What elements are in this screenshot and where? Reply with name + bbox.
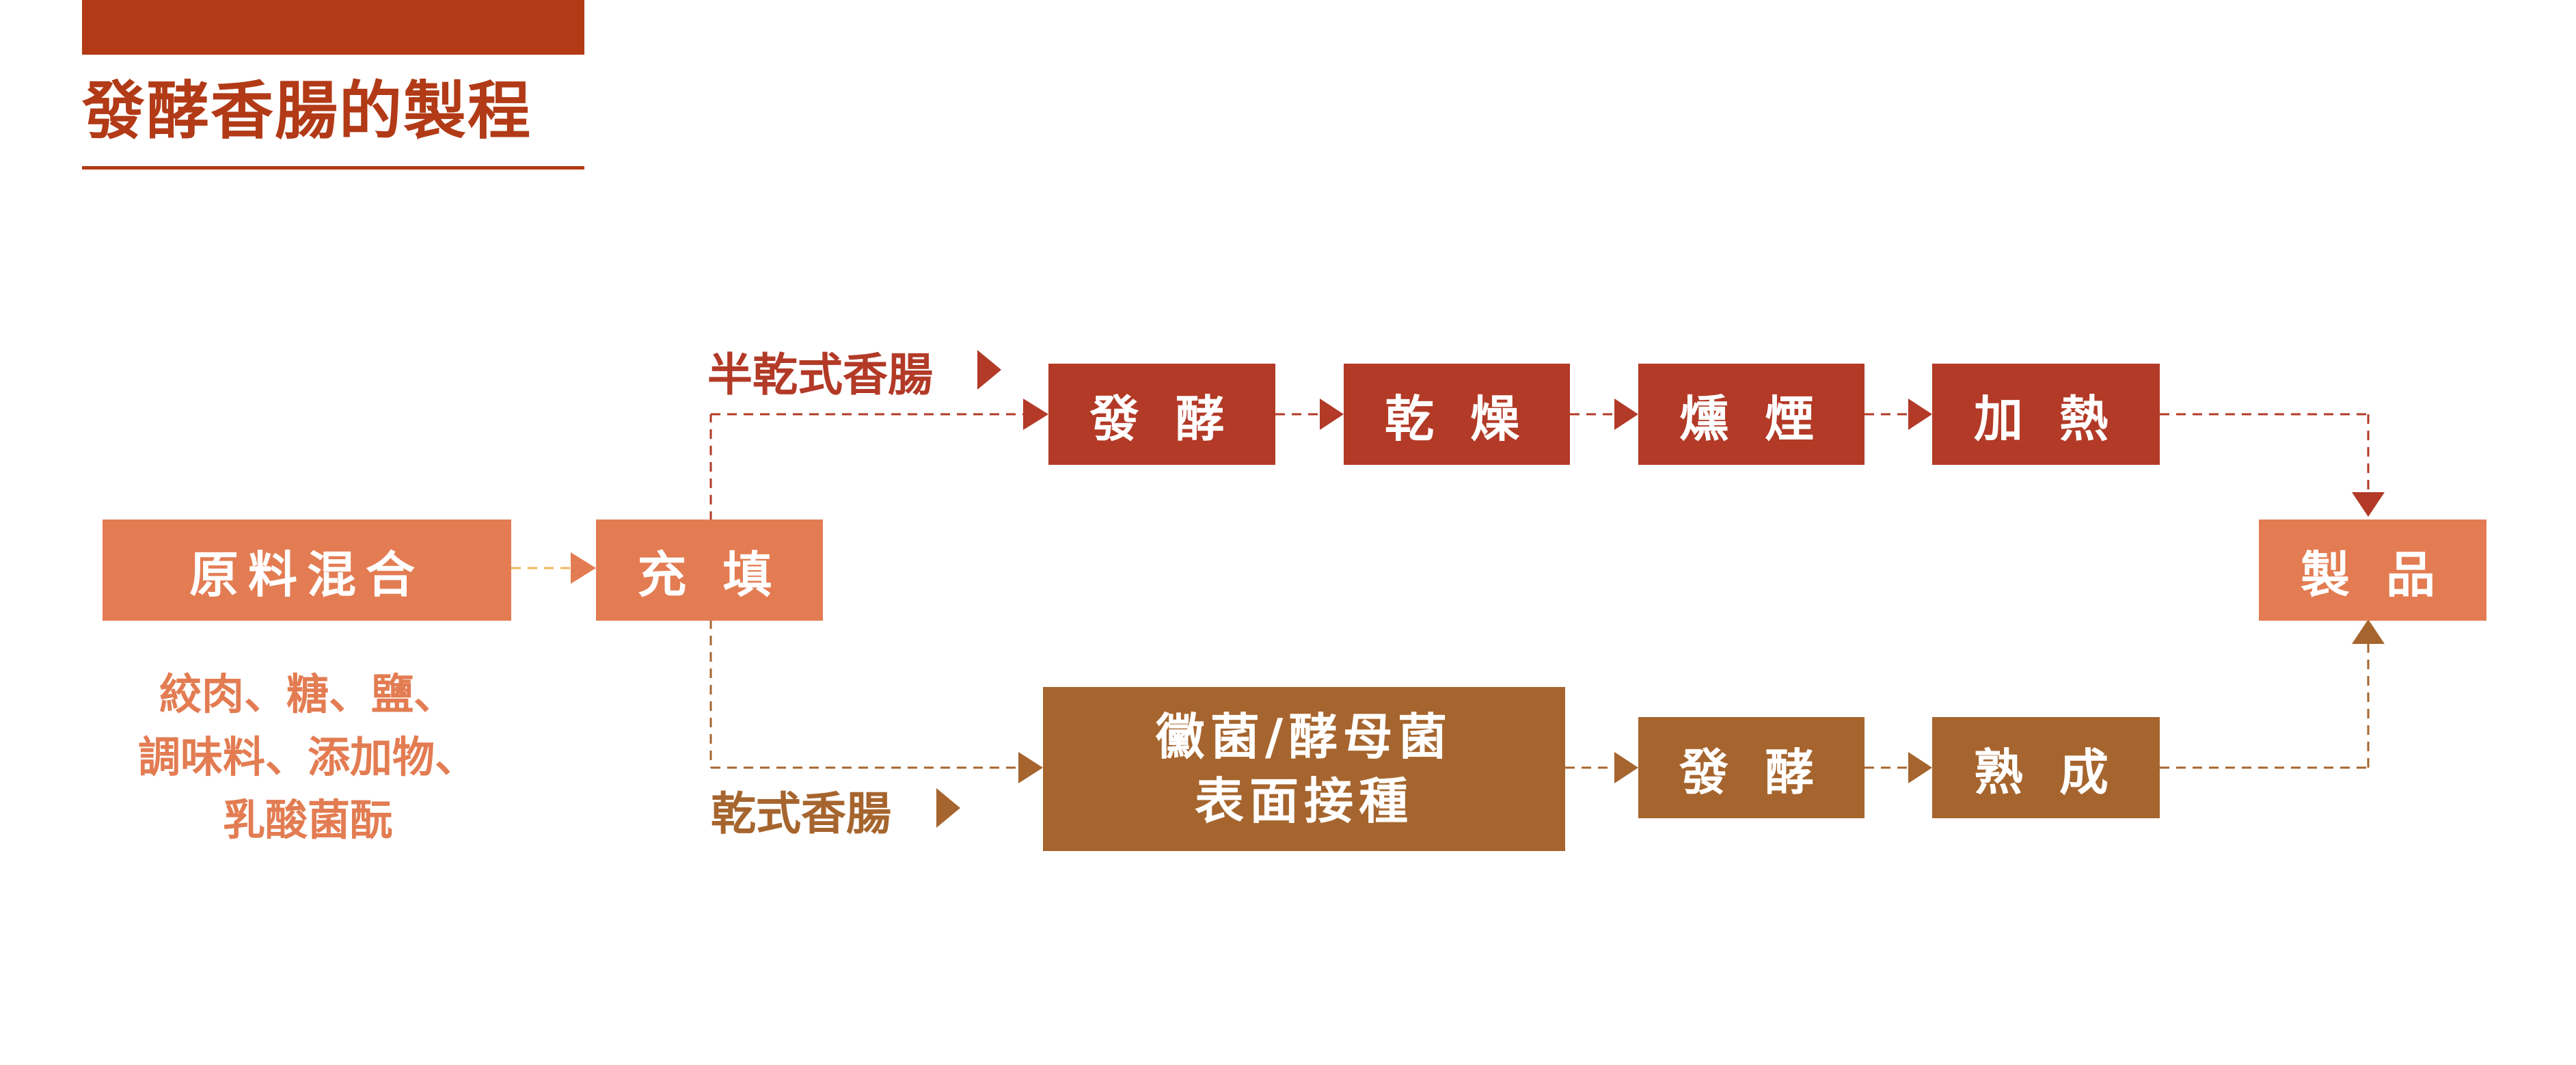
arrow-head-to-semi-ferment	[1023, 399, 1048, 430]
dry-ripen-box: 熟 成	[1932, 717, 2160, 818]
arrow-head-semi-1-2	[1320, 399, 1344, 430]
ingredients-text: 絞肉、糖、鹽、 調味料、添加物、 乳酸菌酛	[103, 663, 513, 851]
semi-dry-dry-box: 乾 燥	[1344, 364, 1570, 465]
semi-dry-heat-box: 加 熱	[1932, 364, 2160, 465]
inoculation-line: 黴菌/酵母菌	[1155, 707, 1453, 766]
title-underline	[82, 166, 584, 170]
title-bar	[82, 0, 584, 55]
dry-ferment-box: 發 酵	[1638, 717, 1865, 818]
arrow-head-to-product-bottom	[2352, 619, 2385, 644]
arrow-head-semi-3-4	[1908, 399, 1932, 430]
product-box: 製 品	[2259, 520, 2486, 621]
semi-dry-dry-label: 乾 燥	[1384, 389, 1530, 448]
semi-dry-label-triangle	[977, 350, 1001, 390]
dry-ferment-label: 發 酵	[1679, 742, 1824, 801]
arrow-head-semi-2-3	[1614, 399, 1638, 430]
semi-dry-smoke-box: 燻 煙	[1638, 364, 1865, 465]
dry-label: 乾式香腸	[711, 787, 891, 840]
ingredients-line: 調味料、添加物、	[137, 731, 477, 782]
semi-dry-ferment-box: 發 酵	[1048, 364, 1275, 465]
dry-ripen-label: 熟 成	[1973, 742, 2119, 801]
arrow-head-mix-to-fill	[571, 552, 596, 584]
semi-dry-smoke-label: 燻 煙	[1679, 389, 1824, 448]
semi-dry-label: 半乾式香腸	[707, 348, 933, 401]
fill-label: 充 填	[637, 545, 782, 604]
page-title: 發酵香腸的製程	[82, 74, 532, 148]
arrow-head-dry-2-3	[1908, 752, 1932, 783]
semi-dry-heat-label: 加 熱	[1973, 389, 2119, 448]
arrow-head-dry-1-2	[1614, 752, 1638, 783]
ingredients-line: 乳酸菌酛	[222, 794, 392, 845]
product-label: 製 品	[2300, 545, 2445, 604]
ingredients-line: 絞肉、糖、鹽、	[159, 669, 456, 719]
fill-box: 充 填	[596, 520, 823, 621]
inoculation-box: 黴菌/酵母菌 表面接種	[1043, 687, 1565, 851]
dry-label-triangle	[936, 788, 960, 828]
mix-box: 原料混合	[103, 520, 511, 621]
mix-label: 原料混合	[189, 545, 424, 604]
inoculation-line: 表面接種	[1194, 772, 1413, 830]
arrow-head-to-product-top	[2352, 492, 2385, 517]
semi-dry-ferment-label: 發 酵	[1089, 389, 1234, 448]
arrow-head-to-inoculation	[1018, 752, 1043, 783]
